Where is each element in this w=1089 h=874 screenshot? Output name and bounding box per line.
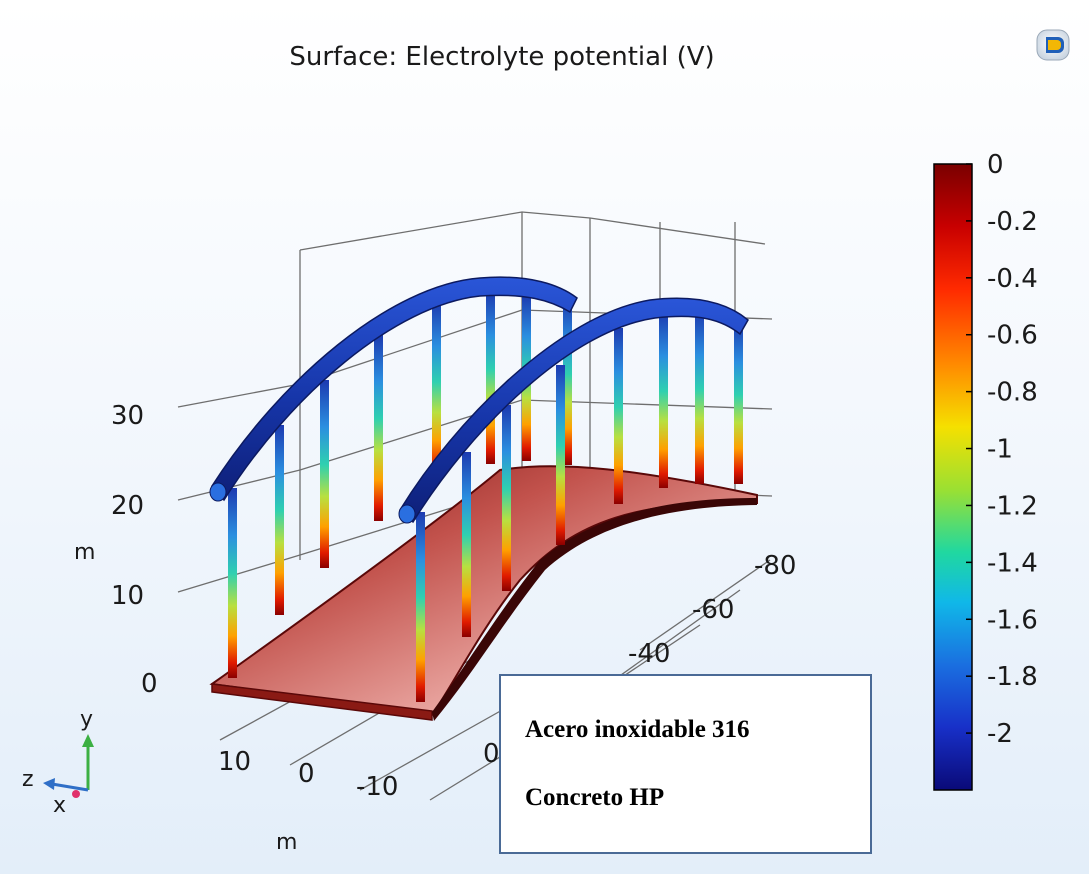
colorbar-tick-label: -1 — [987, 435, 1013, 465]
x-axis: 10 0 -10 0 m — [218, 739, 500, 855]
app-logo-icon[interactable] — [1036, 28, 1070, 62]
legend-concrete-label: Concreto HP — [525, 784, 665, 811]
bridge-deck — [209, 465, 758, 721]
colorbar-gradient — [933, 163, 973, 791]
y-axis: 30 20 10 0 m — [74, 401, 158, 699]
z-tick-label: -80 — [754, 551, 796, 581]
colorbar-tick-label: -0.2 — [987, 207, 1038, 237]
x-tick-label: 0 — [483, 739, 500, 769]
x-tick-label: 10 — [218, 747, 251, 777]
y-tick-label: 10 — [111, 581, 144, 611]
colorbar-tick-label: -2 — [987, 719, 1013, 749]
colorbar-tick-label: -0.8 — [987, 378, 1038, 408]
y-axis-unit: m — [74, 540, 95, 565]
z-axis: -80 -60 -40 — [628, 551, 796, 669]
z-tick-label: -40 — [628, 639, 670, 669]
material-legend-box: Acero inoxidable 316 Concreto HP — [499, 674, 872, 854]
y-tick-label: 0 — [141, 669, 158, 699]
z-tick-label: -60 — [692, 595, 734, 625]
plot-title: Surface: Electrolyte potential (V) — [289, 42, 715, 72]
colorbar-tick-label: -1.8 — [987, 662, 1038, 692]
colorbar: 0 -0.2 -0.4 -0.6 -0.8 -1 -1.2 -1.4 -1.6 -1.8 -2 — [933, 150, 1038, 791]
colorbar-tick-label: -1.6 — [987, 605, 1038, 635]
x-axis-unit: m — [276, 830, 297, 855]
right-arch-end-cap — [398, 504, 416, 524]
colorbar-tick-label: 0 — [987, 150, 1004, 180]
left-arch-end-cap — [209, 482, 227, 502]
right-arch-columns — [416, 312, 743, 702]
right-arch — [399, 297, 749, 524]
axis-triad: y z x — [22, 707, 94, 818]
x-tick-label: -10 — [356, 772, 398, 802]
colorbar-tick-label: -0.6 — [987, 321, 1038, 351]
y-tick-label: 20 — [111, 491, 144, 521]
triad-z-label: z — [22, 767, 34, 792]
left-arch — [211, 276, 578, 502]
colorbar-tick-label: -0.4 — [987, 264, 1038, 294]
triad-y-label: y — [80, 707, 93, 732]
colorbar-tick-label: -1.2 — [987, 491, 1038, 521]
y-tick-label: 30 — [111, 401, 144, 431]
legend-steel-label: Acero inoxidable 316 — [525, 716, 750, 743]
triad-x-label: x — [53, 793, 66, 818]
x-tick-label: 0 — [298, 759, 315, 789]
colorbar-tick-label: -1.4 — [987, 548, 1038, 578]
